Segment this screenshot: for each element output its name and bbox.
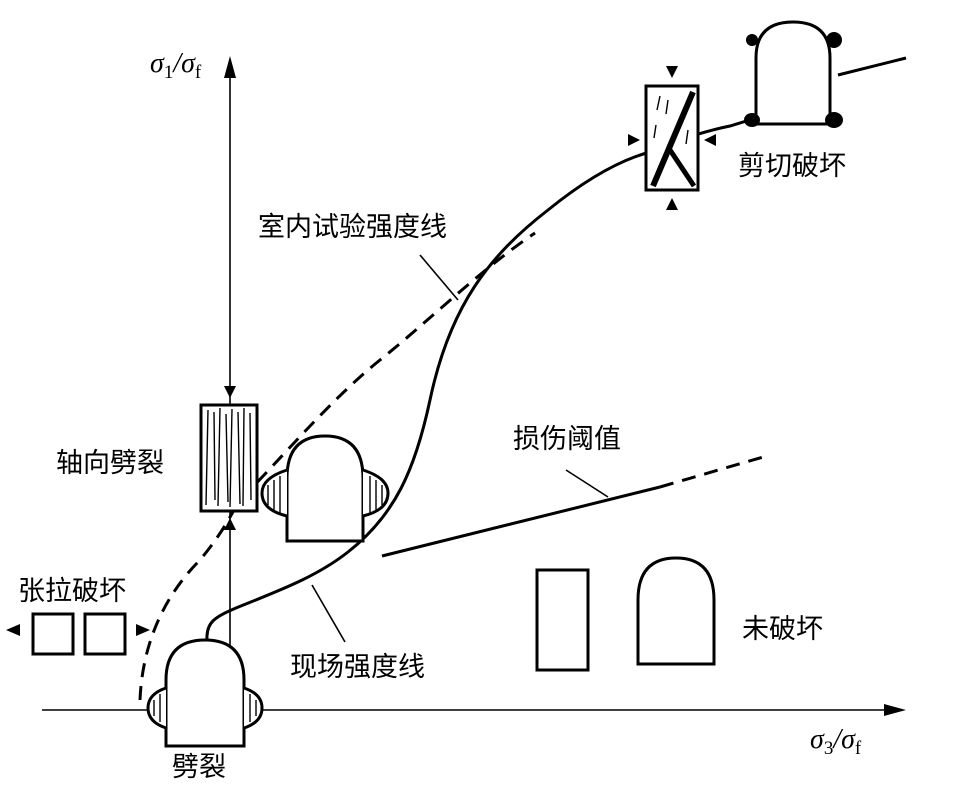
axial-splitting-label: 轴向劈裂	[56, 448, 164, 479]
damage-threshold-line	[381, 485, 661, 558]
damage-threshold-leader	[565, 469, 609, 498]
axial-splitting-specimen	[199, 386, 259, 530]
lab-strength-leader	[419, 254, 459, 301]
lab-strength-curve	[138, 231, 536, 701]
axial-load-arrow-bottom-icon	[224, 518, 236, 530]
y-axis-arrow-icon	[224, 56, 236, 78]
axial-load-arrow-top-icon	[224, 386, 236, 398]
x-axis-arrow-icon	[884, 704, 906, 716]
splitting-tunnel	[146, 638, 264, 748]
no-failure-label: 未破坏	[742, 614, 823, 645]
damage-threshold-label: 损伤阈值	[513, 424, 621, 455]
field-strength-label: 现场强度线	[290, 652, 425, 683]
field-strength-leader	[311, 584, 346, 643]
damage-threshold-extension	[659, 453, 771, 489]
no-failure-specimen	[535, 568, 590, 672]
load-arrow-bottom-icon	[666, 198, 678, 210]
splitting-label: 劈裂	[172, 752, 226, 783]
spalling-tunnel	[260, 434, 390, 543]
tensile-failure-specimens	[6, 612, 150, 656]
x-axis-label: σ3/σf	[810, 724, 862, 759]
load-arrow-right-icon	[704, 134, 716, 146]
y-axis-label: σ1/σf	[150, 48, 202, 83]
shear-failure-label: 剪切破坏	[738, 151, 846, 182]
tension-arrow-left-icon	[6, 624, 20, 636]
load-arrow-left-icon	[628, 134, 640, 146]
tensile-failure-label: 张拉破坏	[18, 576, 126, 607]
shear-failure-specimen	[628, 66, 716, 210]
shear-failure-tunnel	[744, 20, 907, 128]
tension-arrow-right-icon	[136, 624, 150, 636]
no-failure-tunnel	[636, 556, 716, 666]
lab-strength-label: 室内试验强度线	[258, 212, 447, 243]
load-arrow-top-icon	[666, 66, 678, 78]
